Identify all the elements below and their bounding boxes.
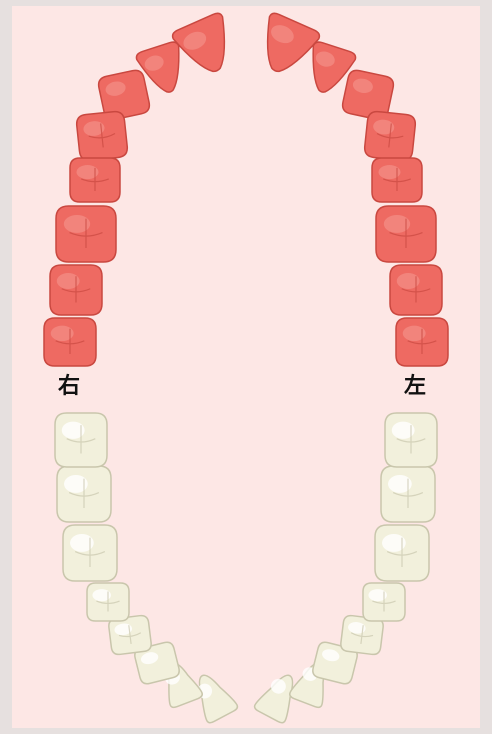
lower-tooth-left-8[interactable] — [385, 413, 437, 467]
lower-tooth-right-8[interactable] — [55, 413, 107, 467]
upper-tooth-left-4[interactable] — [364, 111, 417, 162]
upper-tooth-right-8[interactable] — [44, 318, 96, 366]
upper-tooth-left-8[interactable] — [396, 318, 448, 366]
upper-tooth-left-7[interactable] — [390, 265, 442, 315]
upper-tooth-left-6[interactable] — [376, 206, 436, 262]
upper-tooth-right-5[interactable] — [70, 158, 120, 202]
chart-background — [12, 6, 480, 728]
lower-tooth-right-7[interactable] — [57, 466, 111, 522]
lower-tooth-left-7[interactable] — [381, 466, 435, 522]
lower-tooth-left-5[interactable] — [363, 583, 405, 621]
upper-tooth-right-7[interactable] — [50, 265, 102, 315]
lower-tooth-right-6[interactable] — [63, 525, 117, 581]
right-side-label: 右 — [58, 376, 80, 398]
upper-tooth-left-5[interactable] — [372, 158, 422, 202]
lower-tooth-right-5[interactable] — [87, 583, 129, 621]
left-side-label: 左 — [404, 376, 426, 398]
upper-tooth-right-4[interactable] — [76, 111, 129, 162]
lower-tooth-left-6[interactable] — [375, 525, 429, 581]
upper-tooth-right-6[interactable] — [56, 206, 116, 262]
